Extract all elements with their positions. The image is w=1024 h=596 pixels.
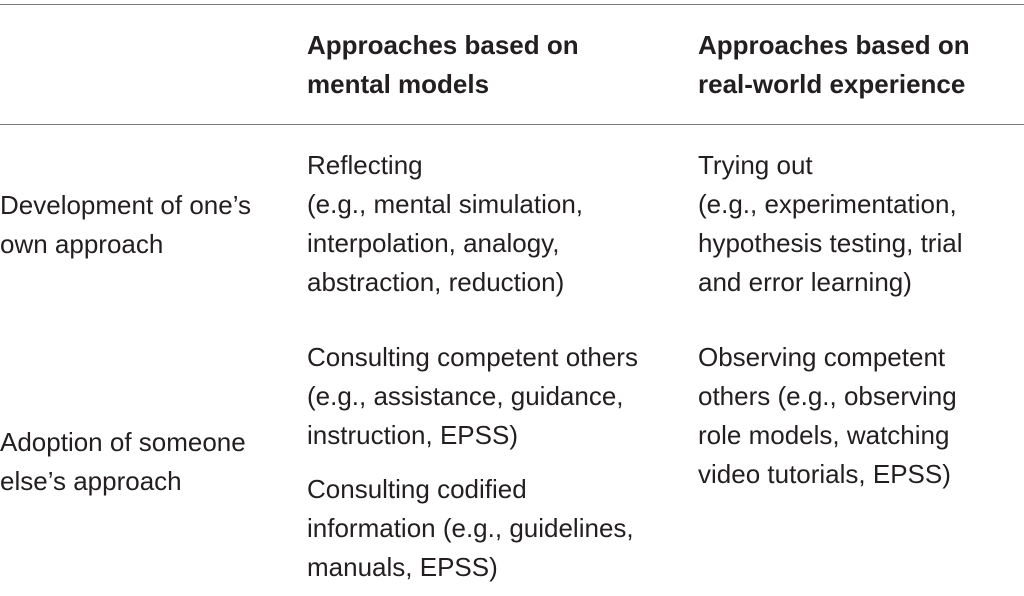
cell-observing-competent-others: Observing competent others (e.g., observ…	[698, 342, 957, 489]
row-label-development: Development of one’s own approach	[0, 190, 252, 259]
cell-consulting-competent-others: Consulting competent others (e.g., assis…	[307, 342, 638, 450]
cell-consulting-codified-information: Consulting codified information (e.g., g…	[307, 474, 634, 582]
top-rule	[0, 4, 1024, 5]
header-rule	[0, 124, 1024, 125]
header-real-world-experience: Approaches based on real-world experienc…	[698, 30, 970, 99]
row-label-adoption: Adoption of someone else’s approach	[0, 427, 246, 496]
cell-trying-out: Trying out (e.g., experimentation, hypot…	[698, 150, 963, 297]
header-mental-models: Approaches based on mental models	[307, 30, 579, 99]
cell-reflecting: Reflecting (e.g., mental simulation, int…	[307, 150, 584, 297]
